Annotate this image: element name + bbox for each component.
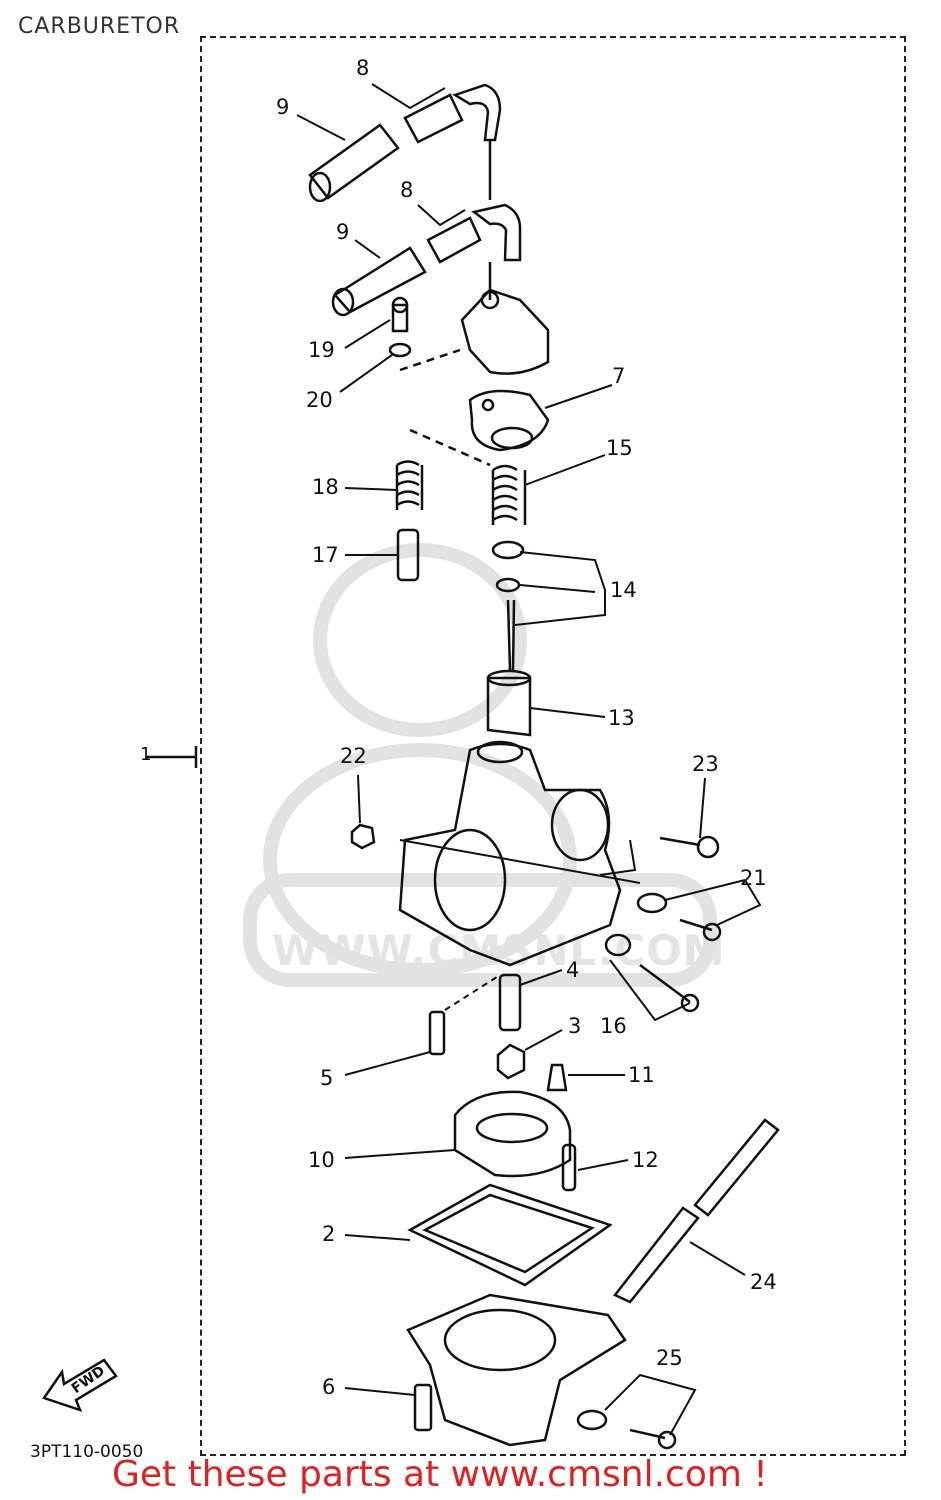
- part-16-parts: [604, 933, 700, 1013]
- part-21-parts: [636, 892, 722, 942]
- part-20-washer: [388, 342, 412, 358]
- part-10-float: [453, 1090, 572, 1178]
- part-9-upper: [308, 123, 400, 203]
- diagram-frame: [200, 36, 906, 1456]
- part-14-clips: [491, 540, 525, 671]
- callout-13: 13: [608, 706, 635, 730]
- callout-6: 6: [322, 1375, 336, 1399]
- part-2-gasket: [407, 1183, 613, 1287]
- part-19-screw: [391, 296, 409, 333]
- callout-22: 22: [340, 744, 367, 768]
- part-18-spring: [395, 460, 424, 510]
- callout-14: 14: [610, 578, 637, 602]
- cta-link[interactable]: Get these parts at www.cmsnl.com !: [112, 1454, 768, 1495]
- callout-8-upper: 8: [356, 56, 370, 80]
- diagram-part-number: 3PT110-0050: [30, 1442, 144, 1462]
- callout-15: 15: [606, 436, 633, 460]
- fwd-arrow-icon: [42, 1358, 118, 1413]
- callout-19: 19: [308, 338, 335, 362]
- part-8-upper: [403, 83, 502, 144]
- part-15-spring: [491, 464, 527, 525]
- callout-8-lower: 8: [400, 178, 414, 202]
- callout-16: 16: [600, 1014, 627, 1038]
- part-9-lower: [331, 246, 427, 317]
- callout-24: 24: [750, 1270, 777, 1294]
- callout-3: 3: [568, 1014, 582, 1038]
- callout-4: 4: [566, 958, 580, 982]
- part-13-slide: [486, 669, 532, 737]
- part-3-jet: [496, 1043, 526, 1080]
- callout-20: 20: [306, 388, 333, 412]
- callout-25: 25: [656, 1346, 683, 1370]
- float-bowl: [406, 1293, 627, 1447]
- callout-23: 23: [692, 752, 719, 776]
- callout-11: 11: [628, 1063, 655, 1087]
- callout-5: 5: [320, 1066, 334, 1090]
- part-7-gasket: [468, 389, 550, 452]
- part-4-jet: [498, 973, 522, 1032]
- part-6-screw: [413, 1383, 433, 1432]
- callout-7: 7: [612, 364, 626, 388]
- callout-9-lower: 9: [336, 220, 350, 244]
- callout-9-upper: 9: [276, 95, 290, 119]
- assembly-ref-label: 1: [140, 744, 152, 765]
- callout-18: 18: [312, 475, 339, 499]
- callout-12: 12: [632, 1148, 659, 1172]
- part-22-nut: [350, 823, 376, 850]
- part-23-screw: [659, 835, 720, 859]
- part-5-screw: [428, 1010, 446, 1056]
- watermark-mascot: [243, 543, 717, 987]
- carb-top-cap: [460, 288, 550, 375]
- carb-body: [398, 740, 622, 967]
- callout-17: 17: [312, 543, 339, 567]
- part-12-pin: [561, 1143, 577, 1192]
- callout-10: 10: [308, 1148, 335, 1172]
- part-11-needle: [546, 1063, 568, 1092]
- callout-2: 2: [322, 1222, 336, 1246]
- part-8-lower: [426, 203, 522, 264]
- page-title: CARBURETOR: [18, 14, 181, 39]
- part-25-parts: [576, 1409, 677, 1450]
- part-24-hose: [613, 1118, 780, 1304]
- callout-21: 21: [740, 866, 767, 890]
